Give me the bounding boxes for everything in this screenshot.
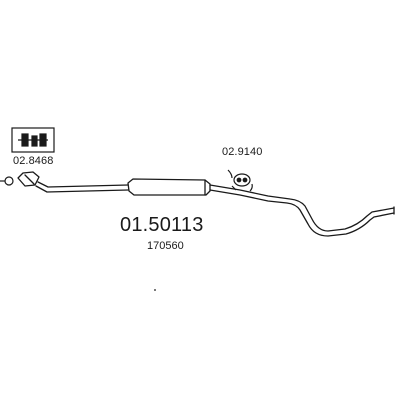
hanger-pin [231, 185, 237, 191]
marker-dot [154, 289, 156, 291]
rubber-hanger-icon [227, 169, 253, 192]
mounting-bracket-icon [11, 127, 55, 153]
clamp-icon [0, 176, 14, 186]
main-part-number: 01.50113 [120, 214, 204, 236]
oem-part-number: 170560 [147, 240, 184, 252]
exhaust-pipe [17, 171, 395, 237]
bracket-part-number: 02.8468 [13, 155, 54, 167]
hanger-part-number: 02.9140 [222, 146, 263, 158]
